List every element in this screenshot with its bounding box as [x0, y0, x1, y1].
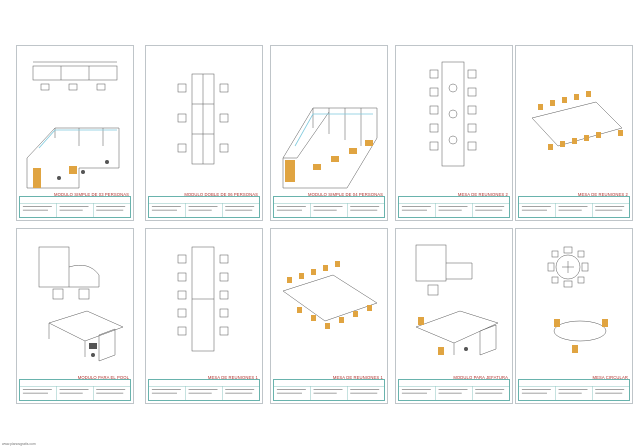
drawing-meeting-table-1-plan — [177, 246, 229, 352]
title-block — [273, 196, 385, 218]
footer-watermark: www.planosgratis.com — [2, 442, 36, 446]
sheet-modulo-jefatura[interactable]: MODULO PARA JEFATURA — [395, 228, 513, 404]
title-block — [398, 379, 510, 401]
sheet-caption: MODULO PARA JEFATURA — [453, 375, 508, 380]
sheet-caption: MESA CIRCULAR — [592, 375, 628, 380]
sheet-caption: MESA DE REUNIONES 1 — [207, 375, 258, 380]
sheet-modulo-pool[interactable]: MODULO PARA EL POOL — [16, 228, 134, 404]
title-block — [148, 196, 260, 218]
sheet-mesa-reuniones-1-iso[interactable]: MESA DE REUNIONES 1 — [270, 228, 388, 404]
sheet-modulo-simple-03[interactable]: MODULO SIMPLE DE 03 PERSONAS — [16, 45, 134, 221]
sheet-modulo-doble-06[interactable]: MODULO DOBLE DE 06 PERSONAS — [145, 45, 263, 221]
title-block — [398, 196, 510, 218]
drawing-workstation-3 — [26, 61, 120, 189]
drawing-pool-desk — [38, 246, 124, 362]
sheet-mesa-circular[interactable]: MESA CIRCULAR — [515, 228, 633, 404]
title-block — [518, 379, 630, 401]
sheet-caption: MESA DE REUNIONES 2 — [577, 192, 628, 197]
drawing-round-table — [547, 246, 608, 353]
drawing-meeting-table-1-iso — [282, 261, 378, 329]
drawing-meeting-table-2-plan — [429, 61, 477, 167]
sheet-caption: MODULO PARA EL POOL — [77, 375, 129, 380]
title-block — [273, 379, 385, 401]
sheet-caption: MESA DE REUNIONES 1 — [332, 375, 383, 380]
drawing-workstation-6 — [177, 73, 229, 165]
sheet-mesa-reuniones-2-plan[interactable]: MESA DE REUNIONES 2 — [395, 45, 513, 221]
sheet-caption: MODULO DOBLE DE 06 PERSONAS — [184, 192, 258, 197]
title-block — [148, 379, 260, 401]
sheet-mesa-reuniones-1-plan[interactable]: MESA DE REUNIONES 1 — [145, 228, 263, 404]
drawing-workstation-4 — [282, 107, 378, 189]
title-block — [518, 196, 630, 218]
sheet-caption: MESA DE REUNIONES 2 — [457, 192, 508, 197]
sheet-caption: MODULO SIMPLE DE 03 PERSONAS — [54, 192, 129, 197]
sheet-mesa-reuniones-2-iso[interactable]: MESA DE REUNIONES 2 — [515, 45, 633, 221]
title-block — [19, 379, 131, 401]
title-block — [19, 196, 131, 218]
sheet-modulo-simple-04[interactable]: MODULO SIMPLE DE 04 PERSONAS — [270, 45, 388, 221]
drawing-manager-desk — [415, 244, 499, 356]
drawing-meeting-table-2-iso — [531, 91, 623, 150]
sheet-caption: MODULO SIMPLE DE 04 PERSONAS — [308, 192, 383, 197]
